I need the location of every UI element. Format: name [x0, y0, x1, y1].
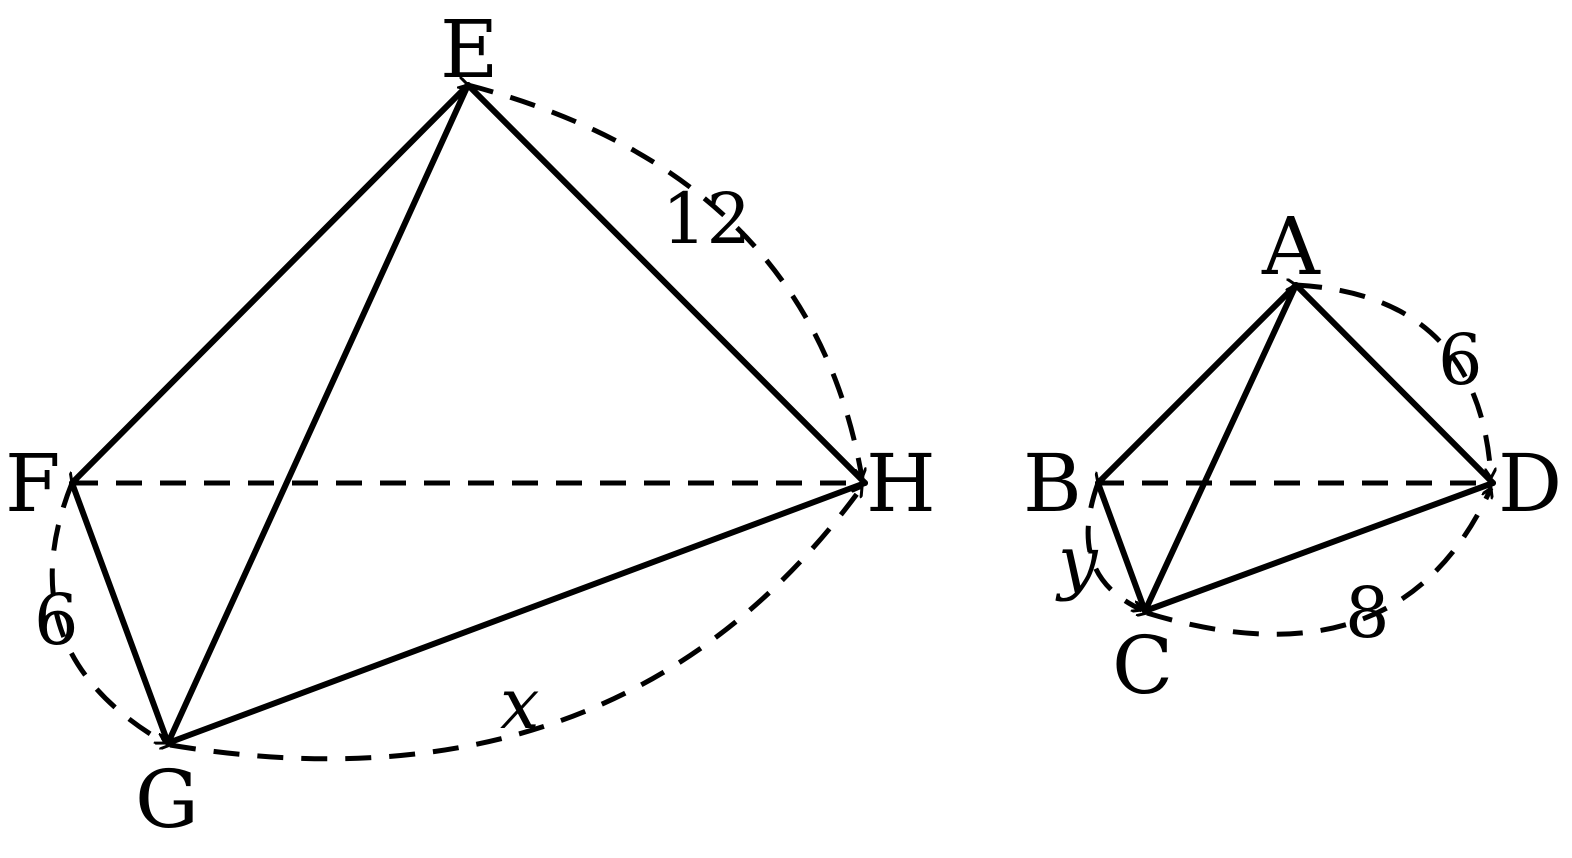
dimension-arc-CD — [1147, 488, 1491, 637]
dimension-arc-AD — [1296, 285, 1491, 478]
measure-GH: x — [500, 663, 539, 745]
measure-AD: 6 — [1438, 319, 1483, 401]
dimension-arc-EH — [468, 85, 862, 478]
measure-FG: 6 — [34, 579, 79, 661]
vertex-label-H: H — [866, 437, 936, 530]
measure-BC: y — [1055, 521, 1099, 603]
vertex-label-F: F — [5, 437, 61, 530]
vertex-label-D: D — [1498, 437, 1562, 530]
dimension-arc-BC — [1085, 483, 1142, 610]
edge-AB — [1095, 282, 1299, 486]
edge-EF — [69, 82, 471, 486]
vertex-label-A: A — [1261, 200, 1321, 293]
edge-BC — [1095, 480, 1148, 614]
vertex-label-C: C — [1112, 619, 1173, 712]
measure-CD: 8 — [1345, 572, 1390, 654]
edge-EG — [165, 82, 471, 746]
vertex-label-G: G — [135, 753, 199, 846]
vertex-label-B: B — [1023, 437, 1082, 530]
measure-EH: 12 — [662, 178, 751, 260]
large-pyramid: E F G H 12 6 x — [5, 3, 936, 846]
vertex-label-E: E — [440, 3, 498, 96]
dimension-arc-FG — [49, 483, 165, 746]
small-pyramid: A B C D 6 y 8 — [1023, 200, 1562, 712]
dimension-arc-GH — [170, 487, 865, 762]
edge-EH — [465, 82, 868, 486]
edge-FG — [69, 480, 171, 746]
